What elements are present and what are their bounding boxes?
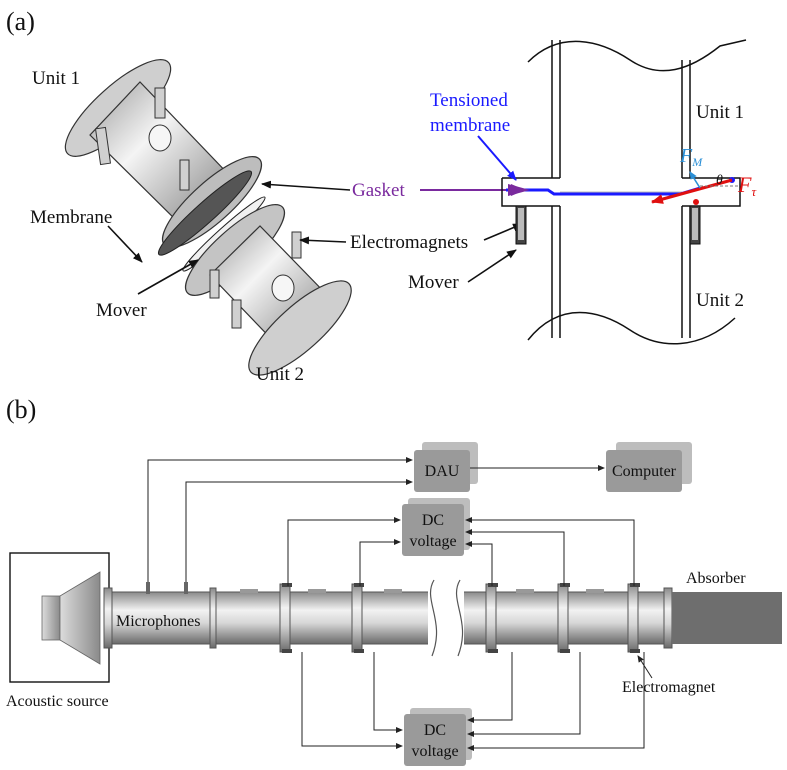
break-right (455, 579, 464, 657)
microphone-2 (184, 582, 188, 594)
membrane-unit (627, 583, 640, 653)
microphones-label: Microphones (116, 613, 200, 630)
right-unit2-label: Unit 2 (696, 290, 744, 311)
gasket-left-pointer (261, 180, 351, 191)
membrane-disk (157, 170, 253, 256)
membrane-unit (351, 583, 364, 653)
electromagnet-pointer (637, 655, 653, 679)
break-left (429, 579, 438, 657)
right-unit1-label: Unit 1 (696, 102, 744, 123)
membrane-unit (485, 583, 498, 653)
microphone-1 (146, 582, 150, 594)
panel-b-label: (b) (6, 395, 36, 424)
tensioned-pointer (477, 135, 517, 181)
dc-top-line1: DC (422, 512, 444, 529)
computer-box: Computer (606, 442, 692, 492)
dc-top-wires (287, 517, 635, 586)
fm-label: FM (679, 145, 703, 169)
membrane-units (279, 583, 640, 653)
acoustic-source-label: Acoustic source (6, 693, 109, 710)
unit1-label: Unit 1 (32, 68, 80, 89)
dc-top-box: DC voltage (402, 498, 470, 556)
tensioned-label-line2: membrane (430, 115, 510, 136)
theta-label: θ (716, 173, 723, 188)
section-bottom-edge (527, 311, 736, 345)
membrane-pointer (107, 225, 143, 263)
gasket-label: Gasket (352, 180, 405, 201)
mover-pointer (137, 259, 199, 295)
dc-bottom-box: DC voltage (404, 708, 472, 766)
membrane-unit (279, 583, 292, 653)
tensioned-label-line1: Tensioned (430, 90, 508, 111)
tensioned-membrane-line (506, 186, 701, 196)
membrane-label: Membrane (30, 207, 112, 228)
mover-label: Mover (96, 300, 147, 321)
computer-label: Computer (612, 463, 677, 480)
unit2-rod (209, 269, 220, 299)
ft-label: Fτ (737, 172, 757, 199)
absorber-block (672, 592, 782, 644)
unit2-assembly (184, 204, 352, 376)
right-flange (682, 177, 741, 207)
magnetic-force-arrow (689, 171, 701, 189)
tension-force-arrow (651, 178, 733, 204)
unit2-label: Unit 2 (256, 364, 304, 385)
dc-top-line2: voltage (409, 533, 456, 550)
unit1-rod (179, 159, 190, 191)
right-mover-label: Mover (408, 272, 459, 293)
unit2-port (271, 274, 295, 302)
mic-wires (147, 457, 413, 582)
electromagnets-left-pointer (299, 236, 347, 245)
dc-bottom-wires (301, 652, 645, 751)
dc-bottom-line1: DC (424, 722, 446, 739)
section-top-edge (527, 39, 747, 72)
panel-a-label: (a) (6, 7, 35, 36)
dau-label: DAU (425, 463, 460, 480)
right-mover-pointer (467, 249, 517, 283)
acoustic-source (9, 552, 110, 683)
unit2-bottom-flange (248, 280, 352, 376)
membrane-unit (557, 583, 570, 653)
unit2-rod (291, 231, 302, 259)
unit1-rod (94, 126, 112, 166)
electromagnet-label: Electromagnet (622, 679, 716, 696)
unit2-rod (231, 299, 242, 329)
absorber-label: Absorber (686, 570, 746, 587)
dc-bottom-line2: voltage (411, 743, 458, 760)
speaker-icon (59, 571, 101, 665)
gasket-left (508, 184, 530, 196)
cross-section (501, 39, 747, 345)
unit1-rod (154, 87, 166, 119)
unit1-port (148, 124, 172, 152)
electromagnets-label: Electromagnets (350, 232, 468, 253)
duct (103, 579, 673, 657)
exploded-view (64, 59, 352, 376)
dau-box: DAU (414, 442, 478, 492)
